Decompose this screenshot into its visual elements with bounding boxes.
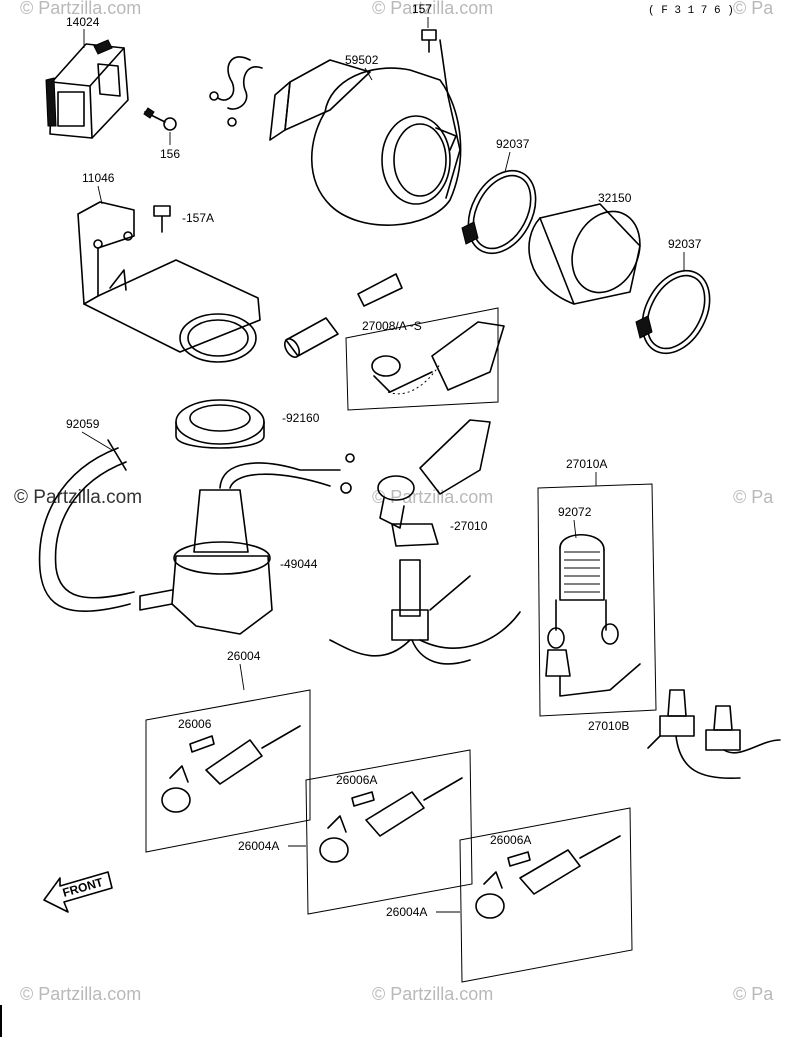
leader-92059: [81, 431, 113, 451]
part-157A-bolt: [153, 205, 171, 233]
part-49044-pump: [139, 453, 355, 635]
watermark-top-center: © Partzilla.com: [372, 0, 493, 18]
part-92037-clamp-upper: [461, 169, 537, 255]
label-27010B: 27010B: [588, 719, 629, 733]
label-157: 157: [412, 2, 432, 16]
watermark-primary: © Partzilla.com: [14, 487, 142, 508]
watermark-top-left: © Partzilla.com: [20, 0, 141, 18]
label-27008: 27008/A~S: [362, 319, 422, 333]
label-92059: 92059: [66, 417, 100, 431]
label-156: 156: [160, 147, 180, 161]
label-49044: -49044: [280, 557, 318, 571]
part-27010-switch: [329, 419, 521, 665]
part-27010B-switch: [647, 689, 781, 780]
watermark-mid-right: © Pa: [733, 487, 774, 507]
box-26004A-lower: [459, 807, 633, 983]
part-14024-cover: [45, 39, 129, 139]
label-32150: 32150: [598, 191, 632, 205]
box-26004: [145, 689, 311, 853]
leader-59502: [364, 67, 373, 81]
part-32150-duct: [528, 203, 641, 305]
label-27010A: 27010A: [566, 457, 607, 471]
label-26004: 26004: [227, 649, 261, 663]
box-27008: [345, 307, 499, 411]
watermark-bottom-right: © Pa: [733, 984, 774, 1004]
part-156-bolt: [143, 107, 177, 131]
part-26004A-light-lower: [475, 835, 621, 919]
part-59502-blower: [209, 39, 462, 226]
watermark-mid-center: © Partzilla.com: [372, 487, 493, 507]
watermark-bottom-left: © Partzilla.com: [20, 984, 141, 1004]
figure-ref-code: ( F 3 1 7 6 ): [648, 5, 734, 17]
label-26004A-lower: 26004A: [386, 905, 427, 919]
label-157A: -157A: [182, 211, 214, 225]
watermark-bottom-center: © Partzilla.com: [372, 984, 493, 1004]
label-59502: 59502: [345, 53, 379, 67]
part-27010A-cord: [545, 533, 641, 697]
part-26004A-light-upper: [319, 777, 463, 863]
part-92037-clamp-lower: [635, 269, 711, 355]
part-26004-light-1: [161, 725, 301, 813]
part-tube-connector: [283, 273, 403, 358]
leader-92072: [573, 519, 577, 539]
label-92072: 92072: [558, 505, 592, 519]
watermark-top-right: © Pa: [733, 0, 774, 18]
part-92059-hose: [38, 439, 135, 612]
label-92160: -92160: [282, 411, 320, 425]
label-92037-upper: 92037: [496, 137, 530, 151]
box-26004A-upper: [305, 749, 473, 915]
part-27008-lanyard-key: [371, 321, 505, 395]
part-11046-bracket: [77, 201, 261, 363]
box-27010A: [537, 483, 657, 717]
part-92160-seal: [175, 399, 265, 449]
label-26004A-upper: 26004A: [238, 839, 279, 853]
label-26006A-lower: 26006A: [490, 833, 531, 847]
label-26006A-upper: 26006A: [336, 773, 377, 787]
part-157-bolt: [421, 29, 437, 53]
label-27010: -27010: [450, 519, 488, 533]
leader-92037-upper: [504, 151, 511, 173]
label-92037-lower: 92037: [668, 237, 702, 251]
label-14024: 14024: [66, 15, 100, 29]
label-26006: 26006: [178, 717, 212, 731]
leader-11046: [97, 185, 103, 205]
label-11046: 11046: [82, 171, 115, 185]
leader-26004: [239, 663, 245, 691]
front-arrow: FRONT: [43, 871, 113, 913]
